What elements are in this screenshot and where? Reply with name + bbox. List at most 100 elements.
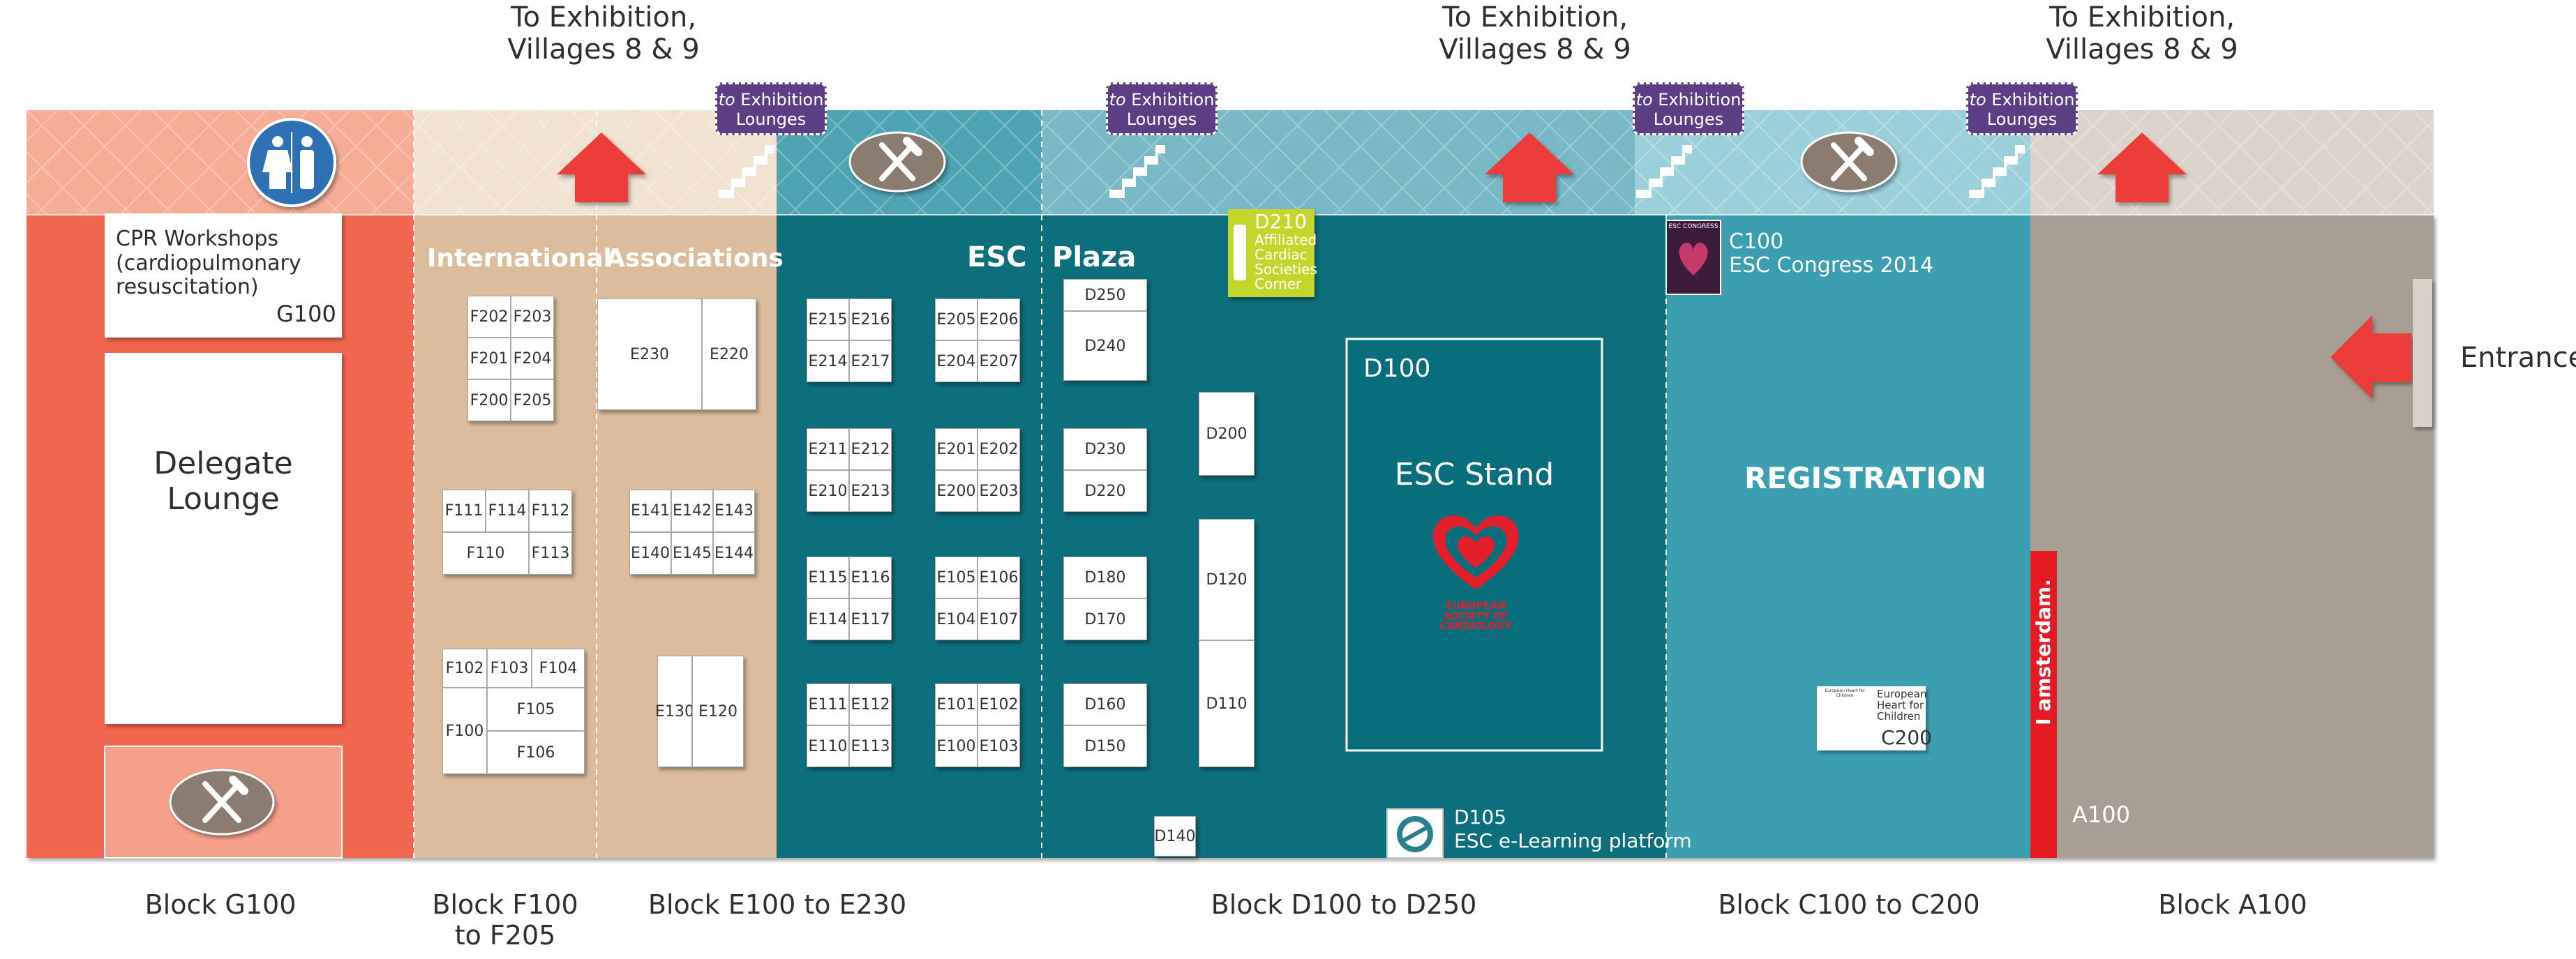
booth-e144[interactable]: E144 xyxy=(713,532,755,575)
booth-e214[interactable]: E214 xyxy=(807,340,849,382)
booth-e213[interactable]: E213 xyxy=(849,470,892,512)
booth-f114[interactable]: F114 xyxy=(486,490,529,532)
booth-e207[interactable]: E207 xyxy=(978,340,1020,382)
block-c-area xyxy=(1666,215,2030,858)
cpr-workshops-box[interactable] xyxy=(105,213,342,338)
booth-d180[interactable]: D180 xyxy=(1063,557,1147,598)
booth-d240[interactable]: D240 xyxy=(1063,311,1147,381)
booth-e100[interactable]: E100 xyxy=(935,725,978,767)
booth-e205[interactable]: E205 xyxy=(935,299,978,340)
booth-f102[interactable]: F102 xyxy=(442,649,487,688)
booth-e203[interactable]: E203 xyxy=(978,470,1020,512)
booth-d220[interactable]: D220 xyxy=(1063,470,1147,512)
booth-e114[interactable]: E114 xyxy=(807,598,849,640)
booth-e220[interactable]: E220 xyxy=(702,299,756,410)
booth-e141[interactable]: E141 xyxy=(629,490,671,532)
booth-e142[interactable]: E142 xyxy=(671,490,713,532)
booth-e105[interactable]: E105 xyxy=(935,557,978,598)
congress-poster-icon xyxy=(1665,220,1721,295)
booth-e211[interactable]: E211 xyxy=(807,428,849,470)
booth-e145[interactable]: E145 xyxy=(671,532,713,575)
booth-e204[interactable]: E204 xyxy=(935,340,978,382)
booth-e101[interactable]: E101 xyxy=(935,684,978,725)
booth-e110[interactable]: E110 xyxy=(807,725,849,767)
booth-e143[interactable]: E143 xyxy=(713,490,755,532)
block-a-area xyxy=(2030,215,2434,858)
booth-c200[interactable] xyxy=(1817,686,1926,750)
booth-e200[interactable]: E200 xyxy=(935,470,978,512)
booth-d250[interactable]: D250 xyxy=(1063,279,1147,311)
booth-d170[interactable]: D170 xyxy=(1063,598,1147,640)
booth-e215[interactable]: E215 xyxy=(807,299,849,340)
booth-f202[interactable]: F202 xyxy=(467,296,511,338)
top-note-left: To Exhibition, Villages 8 & 9 xyxy=(507,1,700,66)
booth-e140[interactable]: E140 xyxy=(629,532,671,575)
booth-e102[interactable]: E102 xyxy=(978,684,1020,725)
d210-code: D210 xyxy=(1255,210,1308,233)
booth-d150[interactable]: D150 xyxy=(1063,725,1147,767)
booth-e111[interactable]: E111 xyxy=(807,684,849,725)
fork-knife-icon xyxy=(104,131,1898,859)
booth-f100[interactable]: F100 xyxy=(442,688,487,774)
booth-d200[interactable]: D200 xyxy=(1199,392,1255,476)
c200-text: European Heart for Children xyxy=(1877,688,1927,723)
booth-d160[interactable]: D160 xyxy=(1063,684,1147,725)
booth-f113[interactable]: F113 xyxy=(529,532,572,575)
c200-small-text: European Heart for Children xyxy=(1825,688,1865,698)
elearning-logo-icon xyxy=(1386,808,1444,859)
booth-f111[interactable]: F111 xyxy=(442,490,486,532)
booth-d120[interactable]: D120 xyxy=(1199,519,1255,640)
booth-e216[interactable]: E216 xyxy=(849,299,892,340)
booth-f110[interactable]: F110 xyxy=(442,532,529,575)
amsterdam-bar xyxy=(2030,551,2057,858)
booth-f200[interactable]: F200 xyxy=(467,379,511,421)
top-note-right: To Exhibition, Villages 8 & 9 xyxy=(2046,1,2238,66)
booth-e117[interactable]: E117 xyxy=(849,598,892,640)
delegate-lounge-box[interactable] xyxy=(105,353,342,724)
booth-f112[interactable]: F112 xyxy=(529,490,572,532)
booth-f204[interactable]: F204 xyxy=(511,338,554,379)
booth-f105[interactable]: F105 xyxy=(487,688,585,731)
booth-d230[interactable]: D230 xyxy=(1063,428,1147,470)
booth-e103[interactable]: E103 xyxy=(978,725,1020,767)
block-label-d: Block D100 to D250 xyxy=(1211,889,1477,920)
cpr-workshops-label: CPR Workshops (cardiopulmonary resuscita… xyxy=(116,227,301,299)
booth-e106[interactable]: E106 xyxy=(978,557,1020,598)
booth-d140[interactable]: D140 xyxy=(1154,816,1196,856)
c100-poster-text: ESC CONGRESS xyxy=(1668,223,1718,230)
header-associations: Associations xyxy=(606,244,784,273)
booth-e115[interactable]: E115 xyxy=(807,557,849,598)
dashed-dividers xyxy=(413,110,1667,858)
booth-f106[interactable]: F106 xyxy=(487,731,585,774)
booth-e206[interactable]: E206 xyxy=(978,299,1020,340)
booth-e201[interactable]: E201 xyxy=(935,428,978,470)
booth-e120[interactable]: E120 xyxy=(692,656,744,767)
block-label-e: Block E100 to E230 xyxy=(647,889,907,920)
restroom-icon xyxy=(247,118,336,207)
booth-e112[interactable]: E112 xyxy=(849,684,892,725)
booth-e212[interactable]: E212 xyxy=(849,428,892,470)
booth-f201[interactable]: F201 xyxy=(467,338,511,379)
block-label-c: Block C100 to C200 xyxy=(1718,889,1980,920)
booth-e107[interactable]: E107 xyxy=(978,598,1020,640)
booth-e130[interactable]: E130 xyxy=(655,656,694,767)
booth-f203[interactable]: F203 xyxy=(511,296,554,338)
booth-e116[interactable]: E116 xyxy=(849,557,892,598)
entrance-label: Entrance xyxy=(2460,342,2576,374)
header-esc: ESC xyxy=(967,241,1027,273)
booth-f103[interactable]: F103 xyxy=(487,649,532,688)
booth-e113[interactable]: E113 xyxy=(849,725,892,767)
booth-e210[interactable]: E210 xyxy=(807,470,849,512)
booth-e230[interactable]: E230 xyxy=(597,299,702,410)
booth-e202[interactable]: E202 xyxy=(978,428,1020,470)
booth-e104[interactable]: E104 xyxy=(935,598,978,640)
booth-f205[interactable]: F205 xyxy=(511,379,554,421)
booth-f104[interactable]: F104 xyxy=(532,649,585,688)
booth-d110[interactable]: D110 xyxy=(1199,640,1255,767)
esc-stand-code: D100 xyxy=(1363,354,1431,383)
booth-e217[interactable]: E217 xyxy=(849,340,892,382)
